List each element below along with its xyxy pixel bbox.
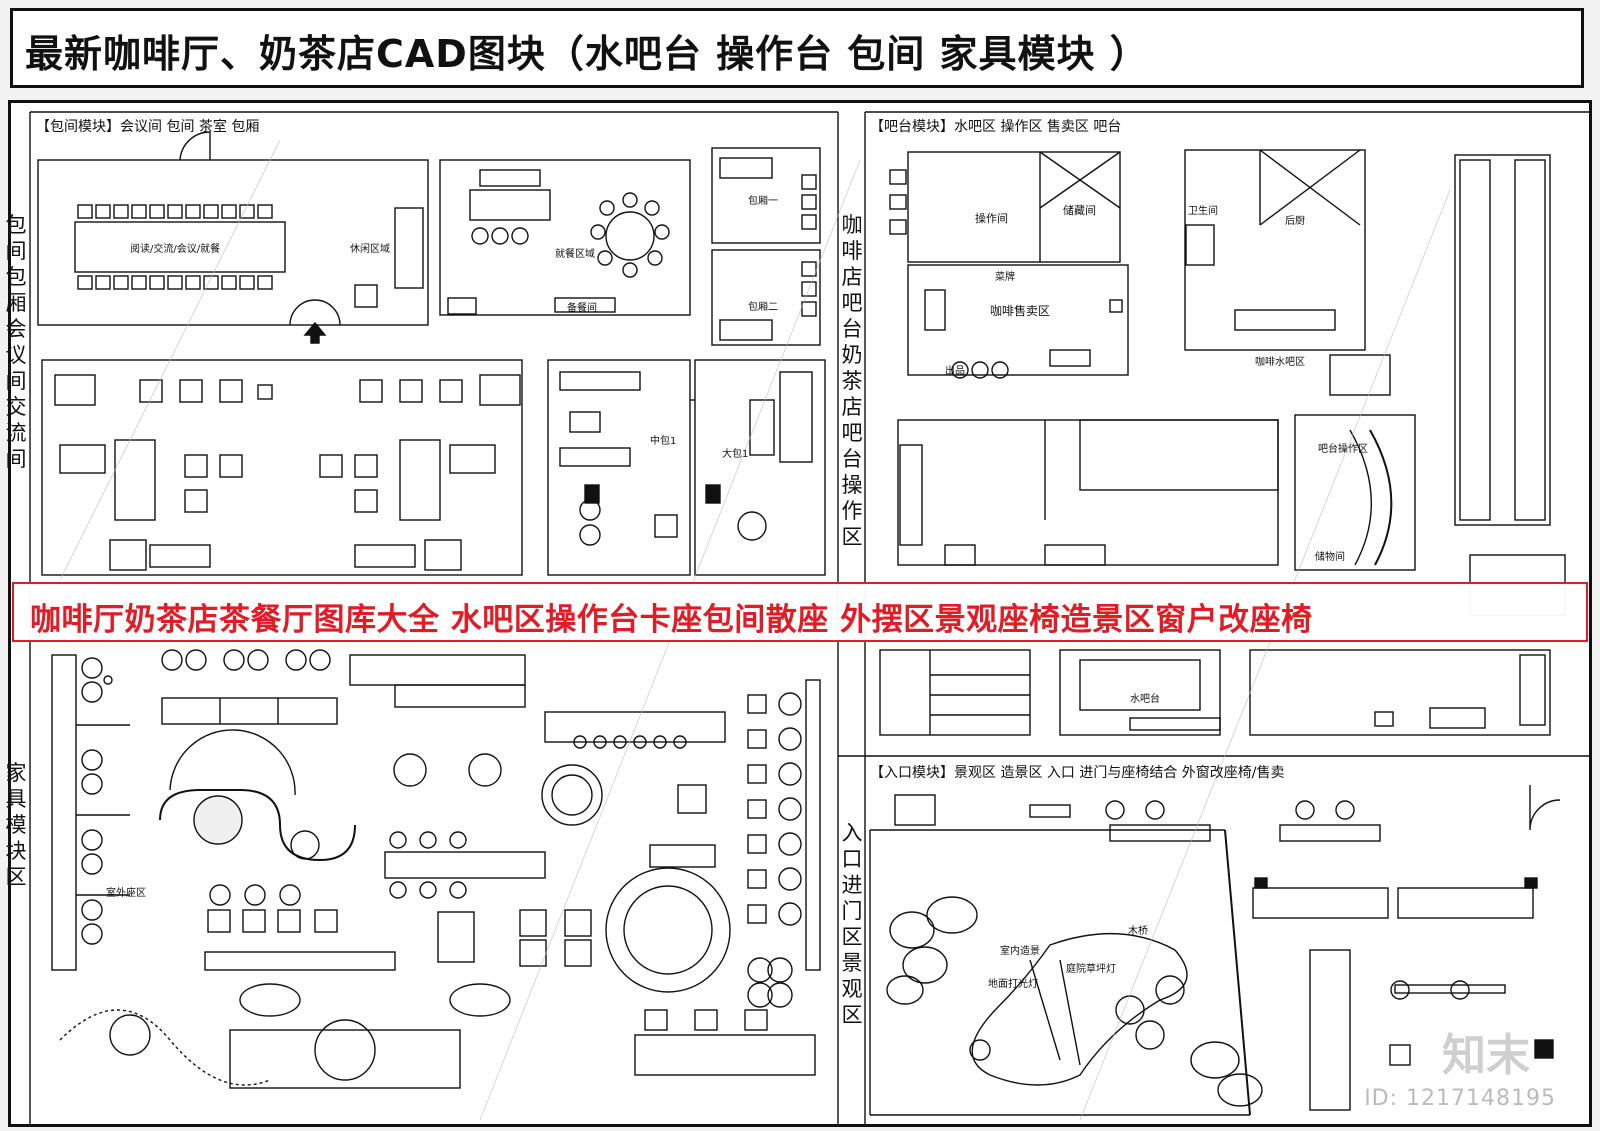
room-label-menu: 菜牌 [995, 272, 1015, 283]
room-label-room2: 包厢二 [748, 302, 778, 313]
panel-header-private-rooms: 【包间模块】会议间 包间 茶室 包厢 [36, 119, 260, 135]
label-mid-top: 咖啡店吧台 奶茶店吧台 操作区 [841, 213, 863, 549]
room-label-room1: 包厢一 [748, 196, 778, 207]
watermark-id: ID: 1217148195 [1364, 1086, 1556, 1111]
room-label-exit: 出品 [945, 366, 965, 377]
label-left-bottom: 家具模块区 [5, 761, 27, 889]
title-bar: 最新咖啡厅、奶茶店CAD图块（水吧台 操作台 包间 家具模块 ） [10, 8, 1584, 88]
room-label-waterbar-area: 咖啡水吧区 [1255, 357, 1305, 368]
room-label-landscape: 室内造景 [1000, 946, 1040, 957]
sheet-title: 最新咖啡厅、奶茶店CAD图块（水吧台 操作台 包间 家具模块 ） [25, 32, 1149, 76]
room-label-ground-light: 地面打光灯 [988, 979, 1038, 990]
room-label-outdoor: 室外座区 [106, 888, 146, 899]
room-label-large: 大包1 [722, 449, 749, 460]
room-label-rest: 休闲区域 [350, 244, 390, 255]
panel-header-entrance: 【入口模块】景观区 造景区 入口 进门与座椅结合 外窗改座椅/售卖 [870, 765, 1285, 781]
room-label-prep: 备餐间 [567, 303, 597, 314]
room-label-store: 储物间 [1315, 552, 1345, 563]
watermark-brand: 知末 [1442, 1030, 1530, 1081]
room-label-bridge: 木桥 [1128, 926, 1148, 937]
room-label-toilet: 卫生间 [1188, 206, 1218, 217]
panel-header-bar: 【吧台模块】水吧区 操作区 售卖区 吧台 [870, 119, 1122, 135]
bar-stools-column [747, 679, 821, 971]
room-label-kitchen: 后厨 [1285, 216, 1305, 227]
room-label-bar-ops: 吧台操作区 [1318, 444, 1368, 455]
room-label-ops: 操作间 [975, 212, 1008, 225]
room-label-mid: 中包1 [650, 436, 677, 447]
room-label-dining: 就餐区域 [555, 249, 595, 260]
room-label-sales: 咖啡售卖区 [990, 304, 1051, 318]
promo-banner: 咖啡厅奶茶店茶餐厅图库大全 水吧区操作台卡座包间散座 外摆区景观座椅造景区窗户改… [12, 582, 1588, 642]
label-mid-bottom: 入口 进门区 景观区 [841, 821, 863, 1027]
room-label-meeting: 阅读/交流/会议/就餐 [130, 244, 221, 255]
meeting-chairs [77, 204, 273, 290]
promo-banner-text: 咖啡厅奶茶店茶餐厅图库大全 水吧区操作台卡座包间散座 外摆区景观座椅造景区窗户改… [30, 602, 1313, 638]
room-label-storage: 储藏间 [1063, 204, 1096, 217]
room-label-lawn-light: 庭院草坪灯 [1066, 964, 1116, 975]
label-left-top: 包间 包厢 会议间 交流间 [5, 213, 27, 471]
room-label-waterbar: 水吧台 [1130, 694, 1160, 705]
